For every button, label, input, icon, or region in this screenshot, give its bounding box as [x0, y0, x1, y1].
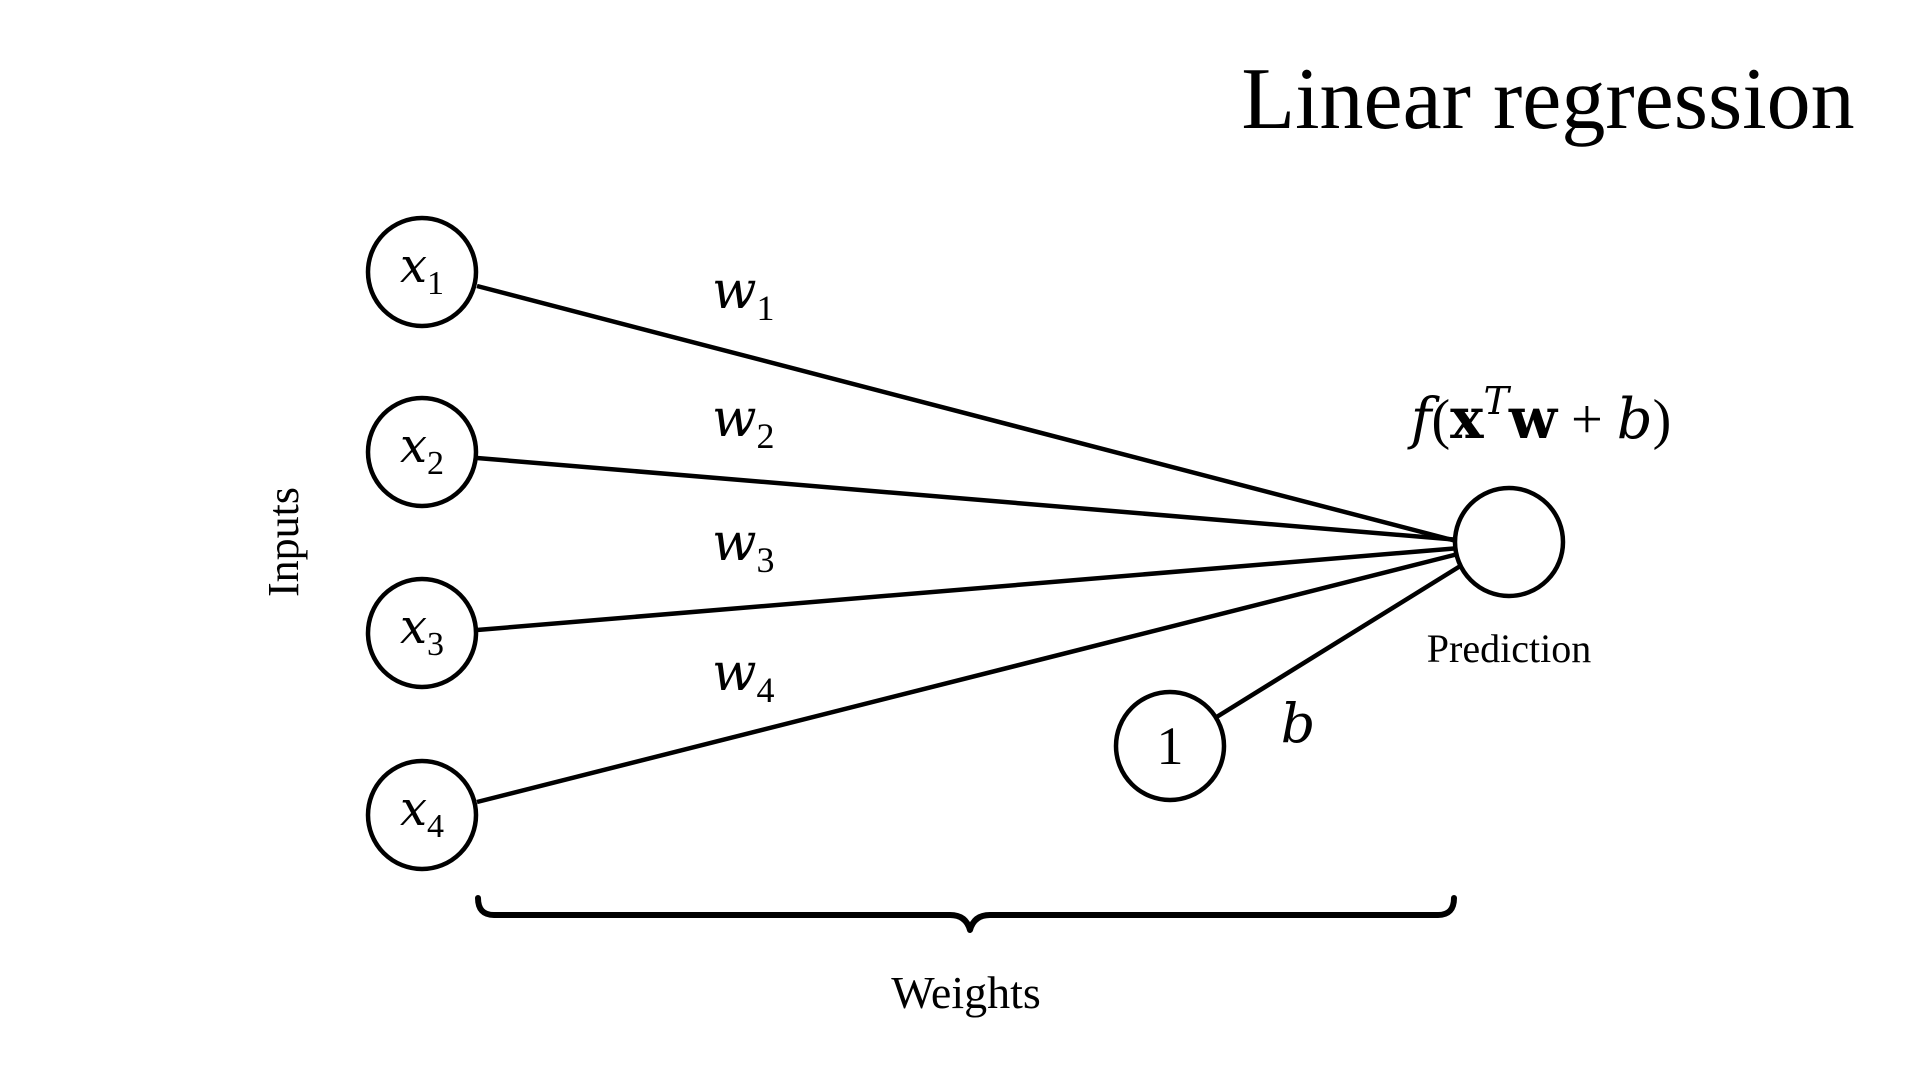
- bias-label: b: [1281, 692, 1316, 755]
- edge-bias-prediction: [1213, 558, 1472, 720]
- prediction-node: [1452, 485, 1566, 599]
- svg-text:x2: x2: [400, 418, 444, 482]
- inputs-label: Inputs: [259, 487, 308, 597]
- edge-x4-prediction: [476, 550, 1463, 805]
- svg-text:1: 1: [1157, 716, 1184, 776]
- input-node-1: x1: [365, 215, 479, 329]
- input-node-2: x2: [365, 395, 479, 509]
- weight-label-3: w3: [712, 513, 775, 580]
- svg-text:x4: x4: [400, 781, 444, 845]
- edge-x2-prediction: [476, 455, 1461, 543]
- diagram-title: Linear regression: [1241, 51, 1854, 148]
- weights-brace: [475, 895, 1457, 933]
- edge-x1-prediction: [476, 283, 1461, 545]
- prediction-label: Prediction: [1427, 626, 1591, 671]
- bias-node: 1: [1113, 689, 1227, 803]
- svg-text:x1: x1: [400, 238, 444, 302]
- edge-x3-prediction: [476, 545, 1461, 633]
- input-node-4: x4: [365, 758, 479, 872]
- weights-label: Weights: [891, 967, 1041, 1018]
- weight-label-2: w2: [712, 389, 775, 456]
- svg-text:x3: x3: [400, 599, 444, 663]
- prediction-formula: f(xTw + b): [1407, 379, 1671, 452]
- weight-label-1: w1: [712, 261, 775, 328]
- input-node-3: x3: [365, 576, 479, 690]
- weight-label-4: w4: [712, 643, 775, 710]
